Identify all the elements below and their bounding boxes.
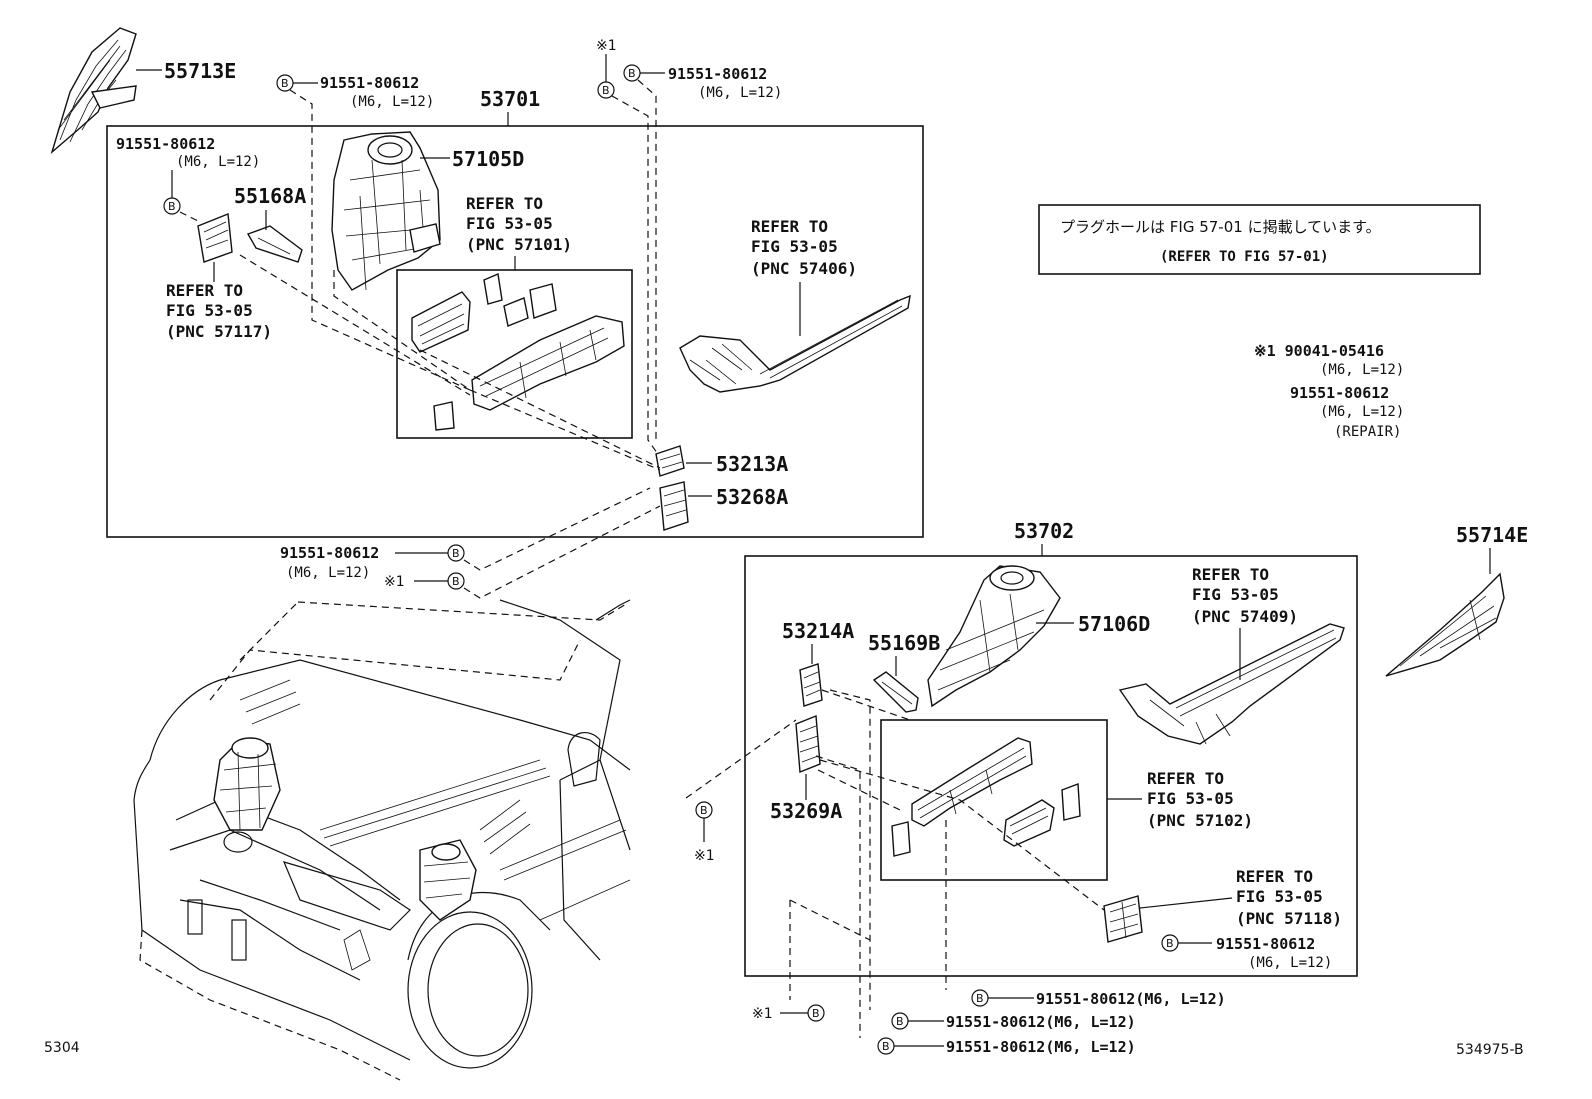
ref5-line1: REFER TO (1147, 769, 1224, 788)
bolt-marker-letter: B (628, 67, 636, 80)
apron-55713E-drawing (50, 27, 137, 155)
side-member-57406-drawing (679, 294, 911, 393)
part-55713E: 55713E (164, 59, 236, 83)
plate-53269A-drawing (795, 714, 821, 774)
bolt-marker-letter: B (1166, 937, 1174, 950)
bracket-55169B-drawing (872, 671, 919, 713)
bolt-marker-letter: B (812, 1007, 820, 1020)
ref3-line2: FIG 53-05 (166, 301, 253, 320)
star-mark-left: ※1 (694, 848, 715, 864)
bolt-marker (447, 572, 465, 590)
ref3-line1: REFER TO (166, 281, 243, 300)
part-55714E: 55714E (1456, 523, 1528, 547)
ref5-line3: (PNC 57102) (1147, 811, 1253, 830)
bolt-marker (447, 544, 465, 562)
group-frame-53701 (106, 125, 924, 538)
ref6-line3: (PNC 57118) (1236, 909, 1342, 928)
star-mark-top: ※1 (596, 38, 617, 54)
ref6-line1: REFER TO (1236, 867, 1313, 886)
plate-57118-drawing (1103, 895, 1143, 943)
bolt-marker-letter: B (452, 575, 460, 588)
bolt-marker (597, 81, 615, 99)
illustration-code: 534975-B (1456, 1042, 1524, 1058)
ref2-line2: FIG 53-05 (751, 237, 838, 256)
part-53213A: 53213A (716, 452, 788, 476)
ref4-line1: REFER TO (1192, 565, 1269, 584)
bolt-marker (807, 1004, 825, 1022)
tower-57105D-drawing (331, 131, 441, 291)
ref1-line3: (PNC 57101) (466, 235, 572, 254)
part-53268A: 53268A (716, 485, 788, 509)
bolt-marker-letter: B (700, 804, 708, 817)
ref2-line3: (PNC 57406) (751, 259, 857, 278)
group-frame-53702 (744, 555, 1358, 977)
part-53701: 53701 (480, 87, 540, 111)
bolt-marker-letter: B (168, 200, 176, 213)
ref1-line1: REFER TO (466, 194, 543, 213)
apron-55714E-drawing (1385, 572, 1505, 677)
bolt-marker-letter: B (976, 992, 984, 1005)
page-number: 5304 (44, 1040, 80, 1056)
bolt-right-number: 91551-80612 (1216, 935, 1315, 953)
bolt-top1-number: 91551-80612 (320, 74, 419, 92)
star-mark-mid: ※1 (384, 574, 405, 590)
bolt-marker-letter: B (896, 1015, 904, 1028)
bolt-mid-spec: (M6, L=12) (286, 565, 370, 581)
legend-line5: (REPAIR) (1334, 424, 1401, 440)
bolt-top1-spec: (M6, L=12) (350, 94, 434, 110)
bolt-bottom2: 91551-80612(M6, L=12) (946, 1013, 1136, 1031)
ref4-line2: FIG 53-05 (1192, 585, 1279, 604)
bolt-left-number: 91551-80612 (116, 135, 215, 153)
note-japanese: プラグホールは FIG 57-01 に掲載しています。 (1060, 218, 1381, 236)
tower-57106D-drawing (927, 565, 1061, 708)
side-member-57409-drawing (1118, 623, 1345, 745)
bracket-55168A-drawing (197, 213, 303, 263)
note-english: (REFER TO FIG 57-01) (1160, 249, 1329, 265)
ref1-line2: FIG 53-05 (466, 214, 553, 233)
star-mark-bottom: ※1 (752, 1006, 773, 1022)
legend-line3: 91551-80612 (1290, 384, 1389, 402)
note-frame (1038, 204, 1481, 275)
legend-line2: (M6, L=12) (1320, 362, 1404, 378)
bolt-marker-letter: B (452, 547, 460, 560)
member-57102-drawing (891, 737, 1081, 857)
bolt-marker-letter: B (602, 84, 610, 97)
ref2-line1: REFER TO (751, 217, 828, 236)
legend-line4: (M6, L=12) (1320, 404, 1404, 420)
part-57105D: 57105D (452, 147, 524, 171)
subgroup-frame-57102 (880, 719, 1108, 881)
plate-53214A-drawing (799, 663, 823, 707)
part-53269A: 53269A (770, 799, 842, 823)
part-57106D: 57106D (1078, 612, 1150, 636)
bolt-top2-spec: (M6, L=12) (698, 85, 782, 101)
bolt-top2-number: 91551-80612 (668, 65, 767, 83)
bolt-left-spec: (M6, L=12) (176, 154, 260, 170)
bolt-marker-letter: B (882, 1040, 890, 1053)
bolt-bottom3: 91551-80612(M6, L=12) (946, 1038, 1136, 1056)
part-55168A: 55168A (234, 184, 306, 208)
bolt-bottom1: 91551-80612(M6, L=12) (1036, 990, 1226, 1008)
part-55169B: 55169B (868, 631, 940, 655)
ref3-line3: (PNC 57117) (166, 322, 272, 341)
ref5-line2: FIG 53-05 (1147, 789, 1234, 808)
ref4-line3: (PNC 57409) (1192, 607, 1298, 626)
plate-53268A-drawing (659, 481, 689, 531)
vehicle-overview-drawing (133, 599, 631, 1081)
member-57101-drawing (411, 273, 625, 431)
legend-line1: ※1 90041-05416 (1254, 342, 1384, 360)
part-53214A: 53214A (782, 619, 854, 643)
plate-53213A-drawing (655, 445, 685, 477)
bolt-marker-letter: B (281, 77, 289, 90)
bolt-mid-number: 91551-80612 (280, 544, 379, 562)
ref6-line2: FIG 53-05 (1236, 887, 1323, 906)
bolt-marker (163, 197, 181, 215)
bolt-right-spec: (M6, L=12) (1248, 955, 1332, 971)
part-53702: 53702 (1014, 519, 1074, 543)
